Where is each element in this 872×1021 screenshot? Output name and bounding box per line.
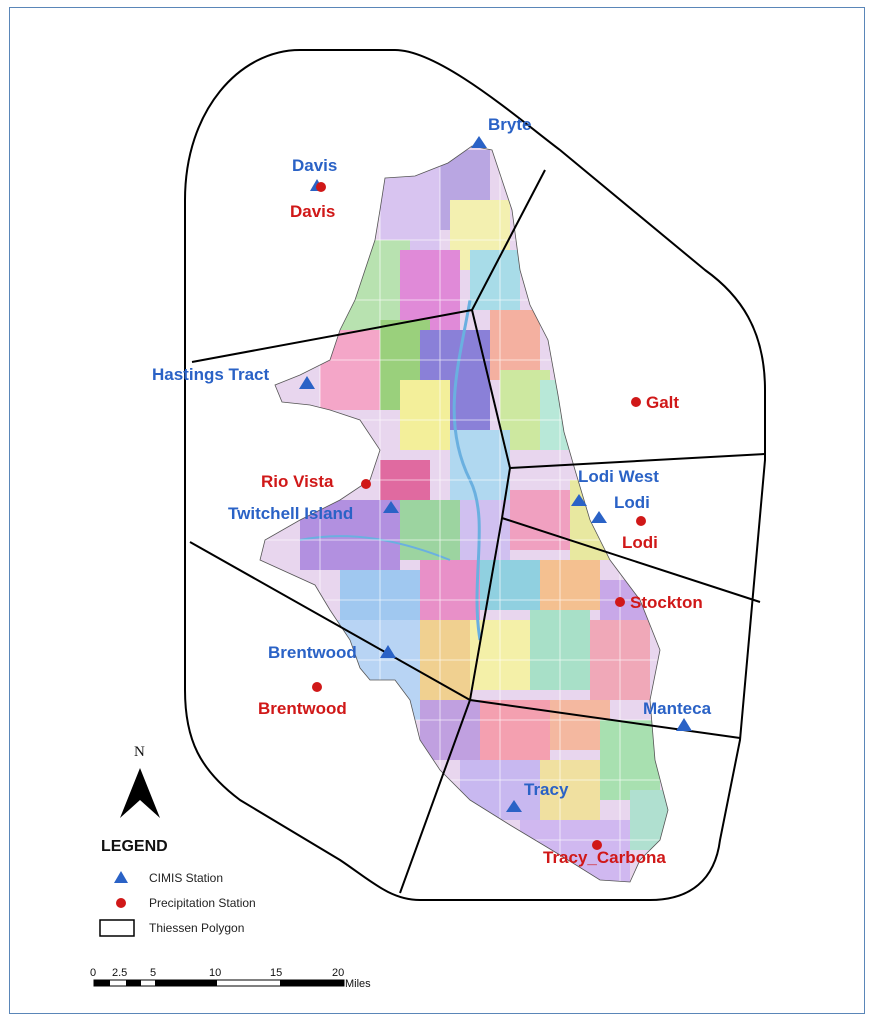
brentwood-circle-icon: [312, 682, 322, 692]
lodi-triangle-icon: [591, 511, 607, 523]
label-manteca: Manteca: [643, 699, 712, 718]
legend-cimis-triangle-icon: [114, 871, 128, 883]
label-tracy: Tracy: [524, 780, 569, 799]
stockton-circle-icon: [615, 597, 625, 607]
label-brentwood-cimis: Brentwood: [268, 643, 357, 662]
scale-tick-0: 0: [90, 967, 96, 979]
label-galt: Galt: [646, 393, 679, 412]
scale-tick-5: 5: [150, 967, 156, 979]
thiessen-divisions: [189, 169, 766, 894]
scale-tick-20: 20: [332, 967, 344, 979]
label-lodi-west: Lodi West: [578, 467, 659, 486]
delta-outline: [259, 145, 669, 883]
precip-markers: [312, 182, 646, 850]
label-rio-vista: Rio Vista: [261, 472, 334, 491]
brentwood-triangle-icon: [380, 645, 396, 658]
label-stockton: Stockton: [630, 593, 703, 612]
label-davis-cimis: Davis: [292, 156, 337, 175]
bryte-triangle-icon: [471, 136, 487, 148]
legend-precip-circle-icon: [116, 898, 126, 908]
scale-tick-2-5: 2.5: [112, 967, 127, 979]
legend-precip-label: Precipitation Station: [149, 896, 256, 910]
label-hastings-tract: Hastings Tract: [152, 365, 269, 384]
davis-circle-icon: [316, 182, 326, 192]
north-arrow-icon: [120, 768, 140, 818]
north-label: N: [134, 744, 145, 760]
cimis-labels: Bryte Davis Hastings Tract Twitchell Isl…: [152, 115, 712, 799]
galt-circle-icon: [631, 397, 641, 407]
legend-polygon-rect-icon: [99, 919, 135, 937]
label-twitchell-island: Twitchell Island: [228, 504, 353, 523]
tracy-carbona-circle-icon: [592, 840, 602, 850]
manteca-triangle-icon: [676, 718, 692, 731]
lodi-circle-icon: [636, 516, 646, 526]
legend-polygon-label: Thiessen Polygon: [149, 921, 244, 935]
scale-tick-15: 15: [270, 967, 282, 979]
north-arrow-icon-right: [140, 768, 160, 818]
twitchell-island-triangle-icon: [383, 501, 399, 513]
legend-title: LEGEND: [101, 838, 168, 855]
label-tracy-carbona: Tracy_Carbona: [543, 848, 666, 867]
lodi-west-triangle-icon: [571, 494, 587, 506]
scale-unit: Miles: [345, 978, 371, 990]
scale-tick-10: 10: [209, 967, 221, 979]
scale-bar: 0 2.5 5 10 15 20 Miles: [90, 967, 371, 990]
legend-cimis-label: CIMIS Station: [149, 871, 223, 885]
thiessen-boundary: [184, 49, 766, 901]
north-arrow: N: [120, 744, 160, 818]
label-lodi-cimis: Lodi: [614, 493, 650, 512]
label-lodi-precip: Lodi: [622, 533, 658, 552]
legend: LEGEND CIMIS Station Precipitation Stati…: [99, 838, 256, 937]
label-brentwood-precip: Brentwood: [258, 699, 347, 718]
rio-vista-circle-icon: [361, 479, 371, 489]
tracy-triangle-icon: [506, 800, 522, 812]
label-davis-precip: Davis: [290, 202, 335, 221]
label-bryte: Bryte: [488, 115, 531, 134]
precip-labels: Davis Galt Rio Vista Lodi Stockton Brent…: [258, 202, 703, 867]
hastings-tract-triangle-icon: [299, 376, 315, 389]
